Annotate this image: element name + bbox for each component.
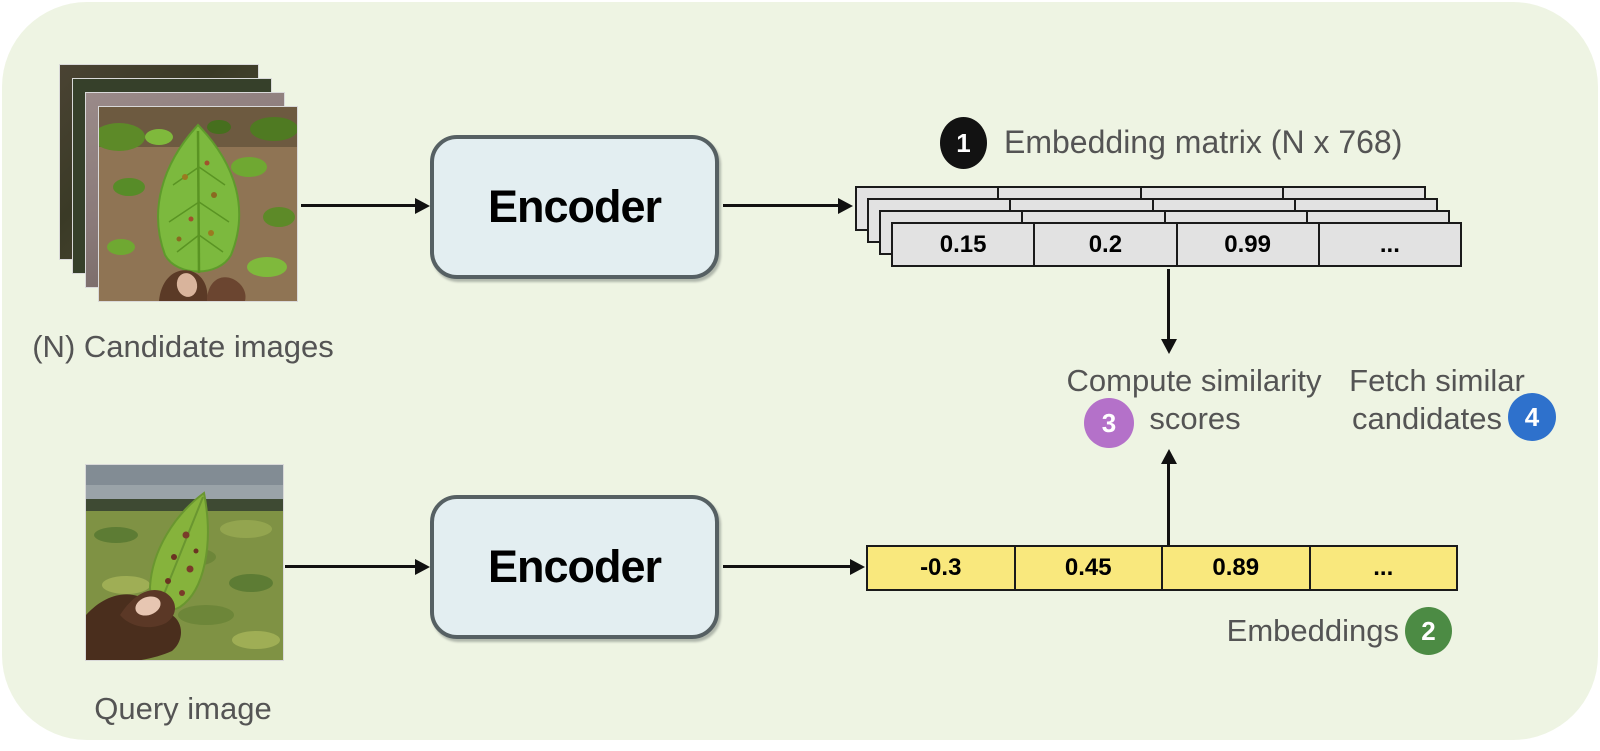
matrix-cell: 0.15 [893, 224, 1034, 265]
encoder-bottom-label: Encoder [487, 541, 662, 592]
compute-similarity-line1: Compute similarity [1066, 363, 1322, 398]
query-embedding-row: -0.3 0.45 0.89 ... [866, 545, 1458, 591]
query-image-label: Query image [94, 691, 272, 726]
arrow-encoder-to-matrix [723, 204, 838, 207]
arrowhead [415, 558, 430, 575]
embedding-matrix-row-front: 0.15 0.2 0.99 ... [891, 222, 1462, 267]
arrow-embedding-up [1167, 463, 1170, 545]
arrow-encoder-to-embedding [723, 565, 851, 568]
arrowhead [838, 197, 853, 214]
embeddings-label: Embeddings [1226, 613, 1399, 648]
candidate-leaf-photo [99, 107, 297, 301]
candidate-stack-label: (N) Candidate images [32, 329, 334, 364]
fetch-similar-line1: Fetch similar [1349, 363, 1525, 398]
arrow-query-to-encoder [285, 565, 415, 568]
fetch-similar-line2: candidates [1352, 401, 1502, 436]
matrix-cell: ... [1317, 224, 1460, 265]
arrowhead [1160, 339, 1177, 354]
encoder-top-label: Encoder [487, 181, 662, 232]
matrix-cell: 0.99 [1175, 224, 1318, 265]
embedding-cell: 0.89 [1161, 547, 1309, 589]
embedding-cell: 0.45 [1013, 547, 1161, 589]
candidate-photo-front [98, 106, 298, 302]
step-4-badge: 4 [1508, 393, 1556, 441]
arrowhead [850, 558, 865, 575]
arrow-candidates-to-encoder [301, 204, 415, 207]
compute-similarity-line2: scores [1149, 401, 1241, 436]
embedding-matrix-title: Embedding matrix (N x 768) [1004, 124, 1403, 160]
encoder-box-bottom: Encoder [430, 495, 719, 639]
arrowhead [1160, 449, 1177, 464]
matrix-cell: 0.2 [1033, 224, 1176, 265]
embedding-cell: ... [1308, 547, 1456, 589]
arrow-matrix-down [1167, 269, 1170, 340]
step-2-badge: 2 [1405, 607, 1452, 655]
query-leaf-photo [86, 465, 283, 660]
encoder-box-top: Encoder [430, 135, 719, 279]
query-photo [85, 464, 284, 661]
step-1-badge: 1 [940, 117, 987, 169]
arrowhead [415, 197, 430, 214]
step-3-badge: 3 [1084, 398, 1134, 448]
embedding-cell: -0.3 [868, 547, 1014, 589]
